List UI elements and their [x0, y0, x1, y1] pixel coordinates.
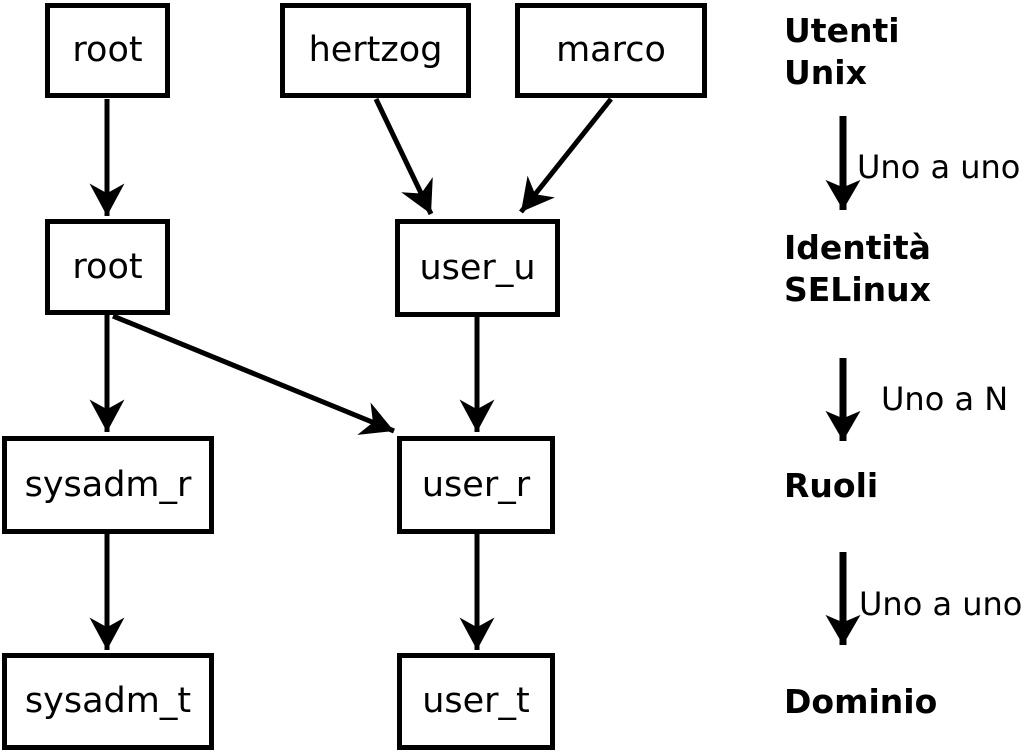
- node-role-sysadm-r: sysadm_r: [2, 436, 214, 534]
- legend-level-line: Utenti: [784, 11, 900, 50]
- node-domain-user-t: user_t: [397, 653, 555, 750]
- node-unix-marco: marco: [515, 3, 707, 98]
- legend-relation-uno-a-uno-2: Uno a uno: [859, 585, 1023, 623]
- legend-level-line: Identità: [784, 228, 931, 267]
- legend-level-identita-selinux: Identità SELinux: [784, 227, 931, 311]
- edge-selinux-root-to-user-r: [112, 313, 395, 435]
- legend-relation-uno-a-n: Uno a N: [881, 380, 1009, 418]
- node-role-user-r: user_r: [397, 436, 555, 534]
- legend-level-line: Dominio: [784, 682, 938, 721]
- legend-level-line: SELinux: [784, 270, 931, 309]
- node-selinux-user-u: user_u: [395, 219, 560, 317]
- edge-hertzog-to-user-u: [373, 97, 434, 216]
- legend-level-line: Ruoli: [784, 466, 879, 505]
- node-unix-hertzog: hertzog: [280, 3, 471, 98]
- legend-level-utenti-unix: Utenti Unix: [784, 10, 900, 94]
- node-domain-sysadm-t: sysadm_t: [2, 653, 214, 750]
- node-selinux-root: root: [45, 219, 170, 315]
- legend-level-dominio: Dominio: [784, 681, 937, 723]
- legend-level-ruoli: Ruoli: [784, 465, 878, 507]
- node-unix-root: root: [45, 3, 170, 98]
- edge-marco-to-user-u: [519, 97, 613, 214]
- legend-relation-uno-a-uno-1: Uno a uno: [857, 148, 1021, 186]
- legend-level-line: Unix: [784, 53, 867, 92]
